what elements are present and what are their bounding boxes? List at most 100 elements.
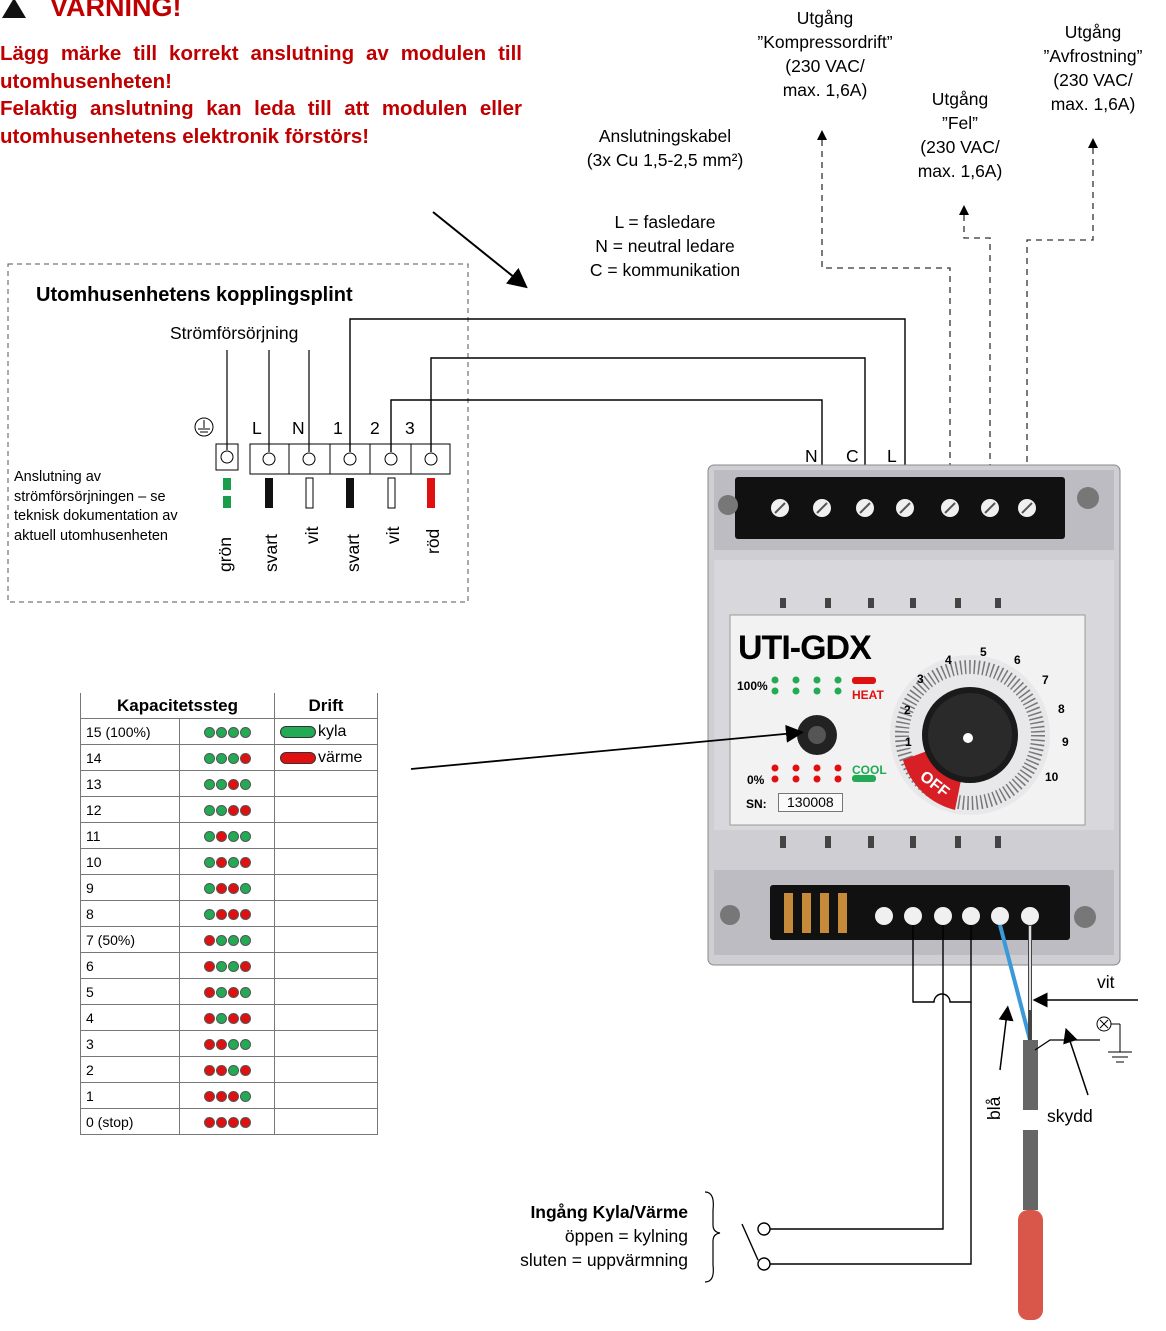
led-red-dot — [239, 1013, 251, 1025]
capacity-step: 9 — [80, 874, 180, 901]
capacity-row: 10 — [80, 848, 378, 875]
capacity-mode — [274, 1082, 378, 1109]
capacity-header: Kapacitetssteg — [80, 693, 275, 719]
terminal-label-n: N — [292, 418, 305, 438]
terminal-label-2: 2 — [370, 418, 380, 438]
capacity-mode — [274, 796, 378, 823]
power-note: Anslutning av strömförsörjningen – se te… — [14, 469, 178, 544]
led-pattern — [203, 909, 251, 921]
led-red-dot — [239, 1117, 251, 1129]
led-red-dot — [215, 883, 227, 895]
controller-module — [707, 464, 1121, 966]
capacity-step: 6 — [80, 952, 180, 979]
led-green-dot — [215, 805, 227, 817]
output-defrost-line2: ”Avfrostning” — [1043, 46, 1143, 66]
pct-bottom: 0% — [747, 773, 765, 787]
led-green-dot — [227, 1065, 239, 1077]
terminal-label-3: 3 — [405, 418, 415, 438]
output-lines — [821, 140, 1094, 485]
led-green-dot — [239, 935, 251, 947]
led-red-dot — [239, 909, 251, 921]
led-red-dot — [227, 1117, 239, 1129]
capacity-mode — [274, 770, 378, 797]
capacity-leds — [179, 1082, 275, 1109]
capacity-step: 13 — [80, 770, 180, 797]
led-red-dot — [239, 805, 251, 817]
wire-label-white-2: vit — [383, 526, 403, 545]
output-defrost-line1: Utgång — [1064, 22, 1122, 42]
capacity-leds — [179, 874, 275, 901]
warning-line-2: Felaktig anslutning kan leda till att mo… — [0, 97, 522, 148]
capacity-mode — [274, 848, 378, 875]
capacity-row: 0 (stop) — [80, 1108, 378, 1135]
cable-legend-c: C = kommunikation — [589, 260, 741, 280]
dial-num-6: 6 — [1014, 653, 1021, 667]
mode-legend-item: kyla — [280, 723, 372, 741]
led-red-dot — [203, 1091, 215, 1103]
capacity-step: 15 (100%) — [80, 718, 180, 745]
dial-num-9: 9 — [1062, 735, 1069, 749]
capacity-leds — [179, 796, 275, 823]
input-label: Ingång Kyla/Värme öppen = kylning sluten… — [440, 1200, 688, 1272]
terminal-block-title: Utomhusenhetens kopplingsplint — [36, 284, 353, 306]
led-pattern — [203, 727, 251, 739]
output-compressor-line4: max. 1,6A) — [782, 80, 868, 100]
led-red-dot — [203, 961, 215, 973]
output-compressor-label: Utgång ”Kompressordrift” (230 VAC/ max. … — [725, 6, 925, 102]
led-red-dot — [227, 1091, 239, 1103]
led-green-dot — [239, 831, 251, 843]
led-green-dot — [203, 831, 215, 843]
capacity-leds — [179, 744, 275, 771]
led-red-dot — [239, 753, 251, 765]
led-pattern — [203, 831, 251, 843]
capacity-mode — [274, 822, 378, 849]
mode-legend-label: värme — [318, 748, 363, 766]
sensor-wire-white-label: vit — [1097, 972, 1115, 992]
capacity-mode — [274, 1004, 378, 1031]
mode-legend-label: kyla — [318, 722, 347, 740]
module-name: UTI-GDX — [738, 629, 872, 667]
led-green-dot — [203, 909, 215, 921]
module-terminal-n: N — [805, 446, 818, 466]
dial-num-7: 7 — [1042, 673, 1049, 687]
terminal-label-l: L — [252, 418, 262, 438]
warning-text: Lägg märke till korrekt anslutning av mo… — [0, 40, 522, 150]
capacity-mode: kyla — [274, 718, 378, 745]
capacity-row: 1 — [80, 1082, 378, 1109]
led-green-dot — [215, 779, 227, 791]
led-pattern — [203, 883, 251, 895]
led-red-dot — [227, 909, 239, 921]
table-pointer — [410, 724, 804, 770]
led-green-dot — [215, 753, 227, 765]
capacity-mode — [274, 874, 378, 901]
led-pattern — [203, 1039, 251, 1051]
led-red-dot — [215, 1065, 227, 1077]
capacity-step: 8 — [80, 900, 180, 927]
input-switch — [741, 1222, 771, 1271]
led-pattern — [203, 779, 251, 791]
capacity-row: 11 — [80, 822, 378, 849]
led-green-dot — [227, 935, 239, 947]
capacity-leds — [179, 900, 275, 927]
cable-legend: L = fasledare N = neutral ledare C = kom… — [550, 210, 780, 282]
led-green-dot — [203, 753, 215, 765]
pct-top: 100% — [737, 679, 768, 693]
warning-line-1: Lägg märke till korrekt anslutning av mo… — [0, 42, 522, 93]
led-green-dot — [203, 727, 215, 739]
cable-legend-n: N = neutral ledare — [595, 236, 735, 256]
led-green-dot — [227, 1039, 239, 1051]
output-fault-line2: ”Fel” — [942, 113, 978, 133]
capacity-row: 9 — [80, 874, 378, 901]
led-green-dot — [227, 831, 239, 843]
output-fault-line1: Utgång — [931, 89, 989, 109]
capacity-row: 12 — [80, 796, 378, 823]
led-green-dot — [215, 727, 227, 739]
capacity-row: 15 (100%) kyla — [80, 718, 378, 745]
output-compressor-line1: Utgång — [796, 8, 854, 28]
led-pattern — [203, 1117, 251, 1129]
cable-label: Anslutningskabel (3x Cu 1,5-2,5 mm²) — [560, 124, 770, 172]
wire-label-red-3: röd — [423, 528, 443, 554]
led-red-dot — [203, 1117, 215, 1129]
